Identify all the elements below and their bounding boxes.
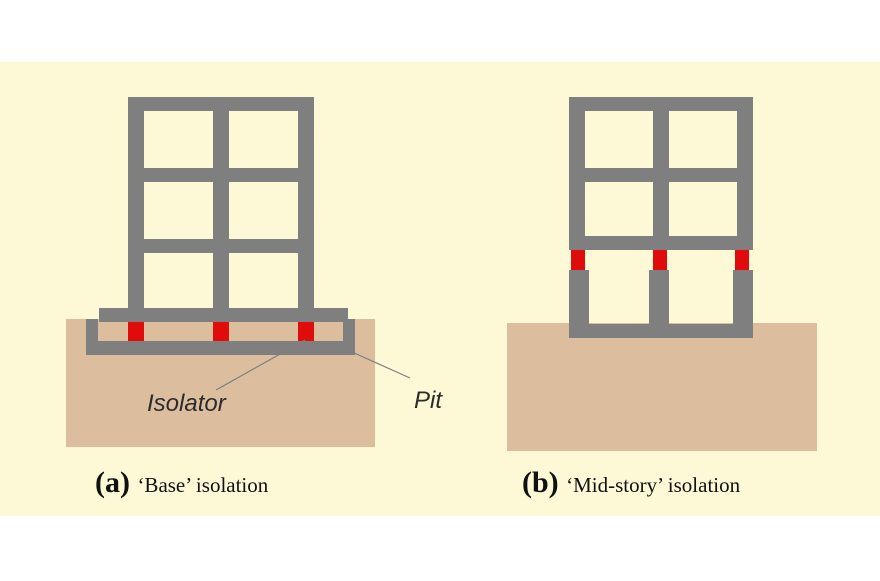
lower-column	[649, 270, 669, 338]
frame-beam	[128, 168, 314, 182]
isolator-label: Isolator	[147, 390, 227, 417]
isolator-leader-line	[215, 339, 306, 391]
caption-a: (a) ‘Base’ isolation	[95, 466, 269, 499]
panel-b-mid-story-isolation: (b) ‘Mid-story’ isolation	[507, 97, 817, 499]
frame-beam	[569, 236, 753, 250]
leader-lines-a	[215, 339, 411, 391]
isolator	[735, 250, 749, 270]
caption-b: (b) ‘Mid-story’ isolation	[522, 466, 741, 499]
caption-text-a: ‘Base’ isolation	[137, 473, 268, 497]
isolator	[128, 322, 144, 341]
frame-beam-roof	[569, 97, 753, 111]
isolator	[298, 322, 314, 341]
pit-floor	[86, 341, 355, 355]
building-upper-frame-b	[569, 97, 753, 250]
isolators-a	[128, 322, 314, 341]
isolator	[653, 250, 667, 270]
isolator	[213, 322, 229, 341]
lower-column	[569, 270, 589, 338]
lower-base-beam	[569, 324, 753, 338]
panel-a-base-isolation: Isolator Pit (a) ‘Base’ isolation	[66, 97, 443, 499]
frame-column	[128, 97, 144, 322]
frame-beam	[569, 168, 753, 182]
pit-a	[86, 319, 355, 355]
ground-soil-b	[507, 323, 817, 451]
isolators-b	[571, 250, 749, 270]
frame-beam-roof	[128, 97, 314, 111]
frame-column	[213, 97, 229, 322]
caption-letter-b: (b)	[522, 466, 559, 499]
base-slab	[99, 308, 348, 322]
building-lower-story-b	[569, 270, 753, 338]
frame-beam	[128, 239, 314, 253]
frame-column	[298, 97, 314, 322]
pit-leader-line	[351, 351, 411, 379]
pit-label: Pit	[414, 387, 443, 414]
building-frame-a	[99, 97, 348, 322]
caption-letter-a: (a)	[95, 466, 130, 499]
lower-column	[733, 270, 753, 338]
caption-text-b: ‘Mid-story’ isolation	[566, 473, 741, 497]
isolator	[571, 250, 585, 270]
